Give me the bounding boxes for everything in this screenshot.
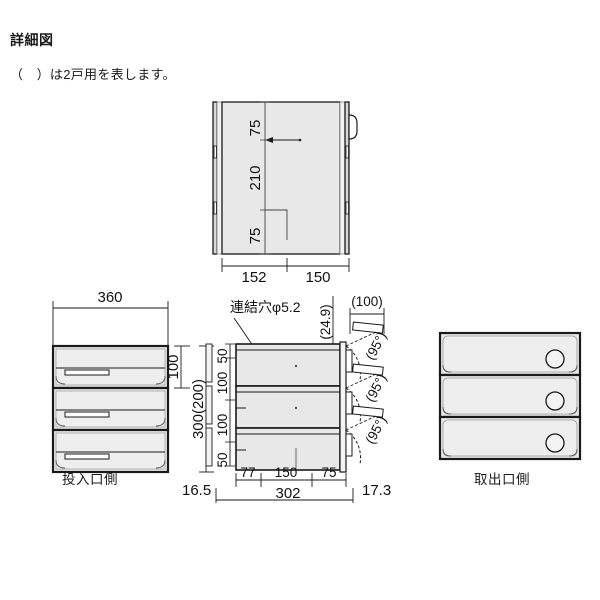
side-view-left-offset: 16.5	[182, 482, 211, 499]
mailbox-unit-2	[51, 386, 170, 432]
top-view-step-detail	[265, 209, 288, 240]
door-angle-2: (95°)	[363, 371, 390, 404]
door-swing-3: (95°)	[345, 405, 390, 465]
top-view-drawing: 75 210 75 152 150	[212, 101, 358, 286]
side-view-dim-v-1: 50	[215, 348, 230, 363]
top-view-dim-v-1: 75	[247, 120, 264, 137]
side-view-drawing: 連結穴φ5.2 (24.9) (100) 50 100 100 50	[205, 294, 390, 503]
top-view-hinge-upper	[213, 145, 217, 159]
fl-dim-total-height: 300(200)	[190, 379, 207, 439]
front-right-view-drawing	[438, 331, 582, 461]
top-view-right-frame-inner	[339, 101, 346, 255]
door-angle-1: (95°)	[363, 329, 390, 362]
page-title: 詳細図	[10, 32, 54, 48]
top-view-dim-v-3: 75	[247, 228, 264, 245]
front-left-caption: 投入口側	[62, 472, 118, 487]
top-view-dim-h-2: 150	[305, 269, 330, 286]
side-view-section-1	[235, 343, 341, 387]
side-view-dim-h-2: 150	[275, 465, 298, 480]
mailbox-unit-1	[51, 344, 170, 390]
side-view-dim-100: (100)	[351, 294, 383, 309]
top-view-leader-dot	[298, 138, 302, 142]
side-view-hinge-column	[205, 343, 213, 467]
top-view-body	[221, 101, 341, 255]
top-view-dim-h-1: 152	[241, 269, 266, 286]
top-view-latch-tab	[348, 114, 358, 140]
fl-dim-width: 360	[97, 289, 122, 306]
side-view-dim-v-3: 100	[215, 414, 230, 437]
side-view-dim-165: 16.5	[182, 482, 211, 499]
side-view-right-offset: 17.3	[362, 482, 391, 499]
collect-unit-3	[438, 415, 582, 461]
door-angle-3: (95°)	[363, 413, 390, 446]
top-view-hinge-lower	[213, 201, 217, 215]
mail-slot-3	[64, 453, 110, 460]
side-view-section-2	[235, 385, 341, 429]
mail-slot-1	[64, 369, 110, 376]
mailbox-unit-3	[51, 428, 170, 474]
side-view-dim-v-4: 50	[215, 452, 230, 467]
lock-icon-1	[545, 349, 565, 369]
page-note: （ ）は2戸用を表します。	[10, 67, 176, 82]
side-view-right-frame	[339, 341, 347, 473]
top-view-left-frame-inner	[216, 101, 223, 255]
collect-unit-1	[438, 331, 582, 377]
lock-icon-2	[545, 391, 565, 411]
top-view-right-frame	[344, 101, 350, 255]
side-view-dim-173: 17.3	[362, 482, 391, 499]
top-view-dim-v-2: 210	[247, 165, 264, 190]
lock-icon-3	[545, 433, 565, 453]
side-view-dim-h-1: 77	[240, 465, 255, 480]
mail-slot-2	[64, 411, 110, 418]
side-view-dim-v-2: 100	[215, 372, 230, 395]
front-right-caption: 取出口側	[474, 472, 530, 487]
top-view-right-hinge-lower	[345, 201, 349, 215]
side-view-dim-249: (24.9)	[318, 304, 333, 339]
side-view-section-3	[235, 427, 341, 471]
side-view-dim-total: 302	[275, 485, 300, 502]
top-view-left-frame	[212, 101, 218, 255]
front-left-view-drawing: 360 100	[51, 289, 214, 474]
side-view-dim-h-3: 75	[321, 465, 336, 480]
top-view-right-hinge-upper	[345, 145, 349, 159]
collect-unit-2	[438, 373, 582, 419]
fl-dim-unit-height: 100	[165, 354, 182, 379]
side-view-hole-label: 連結穴φ5.2	[230, 299, 301, 315]
